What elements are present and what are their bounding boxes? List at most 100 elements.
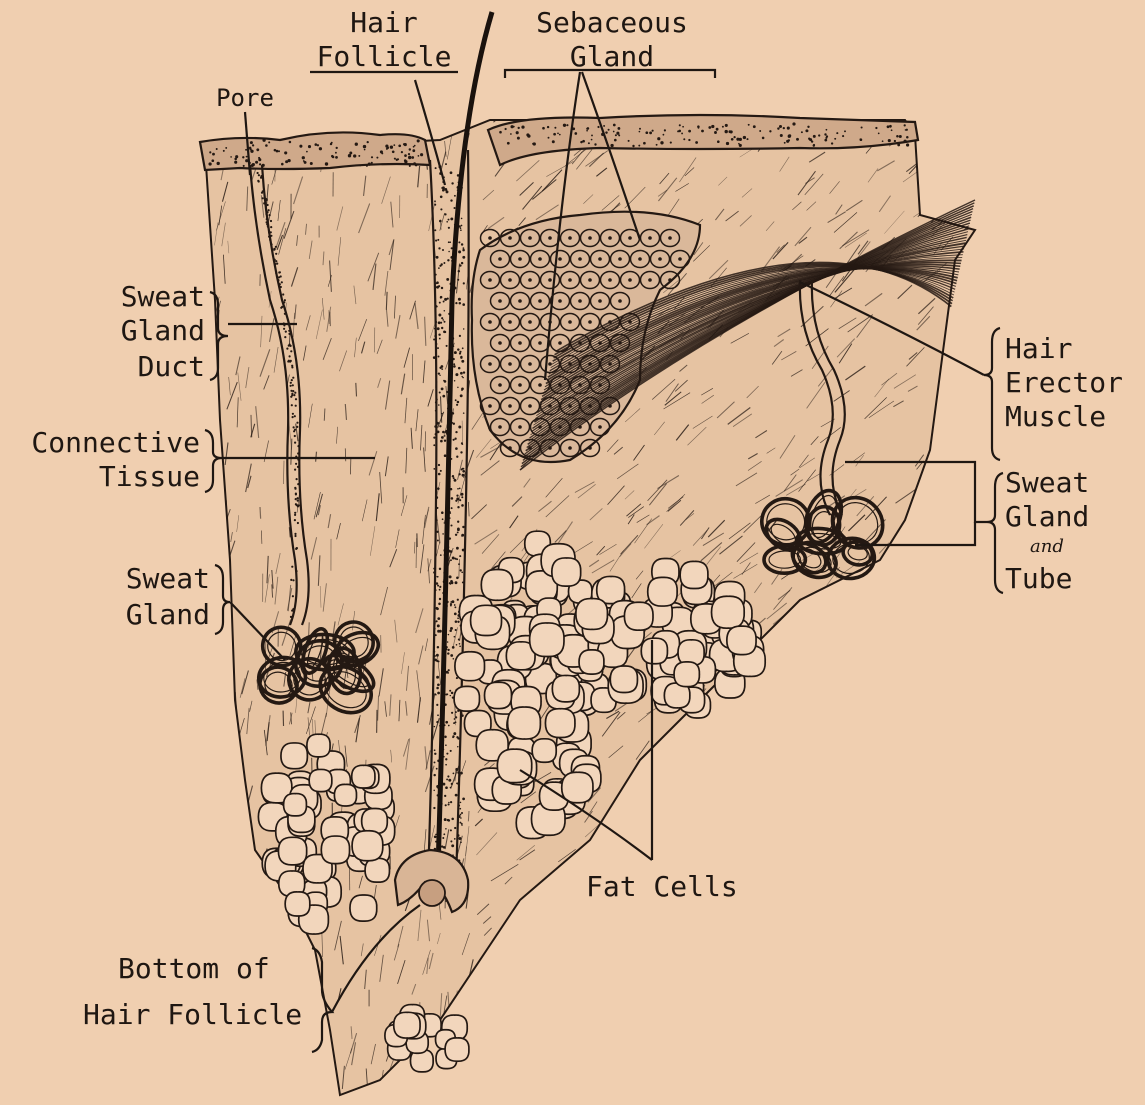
tissue-fiber bbox=[790, 904, 804, 925]
stipple-dot bbox=[462, 256, 465, 259]
tissue-fiber bbox=[869, 808, 891, 824]
tissue-fiber bbox=[966, 296, 985, 319]
stipple-dot bbox=[444, 298, 447, 301]
tissue-fiber bbox=[712, 743, 729, 756]
tissue-fiber bbox=[725, 967, 751, 983]
tissue-fiber bbox=[850, 974, 861, 985]
tissue-fiber bbox=[592, 1057, 600, 1064]
stipple-dot bbox=[446, 345, 448, 347]
tissue-fiber bbox=[837, 1048, 854, 1058]
stipple-dot bbox=[433, 774, 435, 776]
stipple-dot bbox=[439, 391, 441, 393]
tissue-fiber bbox=[627, 977, 643, 987]
tissue-fiber bbox=[894, 759, 917, 776]
stipple-dot bbox=[670, 142, 672, 144]
stipple-dot bbox=[450, 654, 453, 657]
stipple-dot bbox=[434, 753, 436, 755]
tissue-fiber bbox=[879, 959, 893, 974]
stipple-dot bbox=[294, 415, 296, 417]
stipple-dot bbox=[411, 156, 414, 159]
stipple-dot bbox=[461, 243, 463, 245]
stipple-dot bbox=[448, 819, 450, 821]
tissue-fiber bbox=[903, 634, 920, 647]
stipple-dot bbox=[460, 802, 462, 804]
tissue-fiber bbox=[885, 923, 910, 937]
stipple-dot bbox=[283, 301, 285, 303]
tissue-fiber bbox=[684, 756, 699, 775]
tissue-fiber bbox=[709, 858, 720, 869]
tissue-fiber bbox=[637, 906, 654, 930]
stipple-dot bbox=[450, 787, 451, 788]
stipple-dot bbox=[288, 330, 290, 332]
tissue-fiber bbox=[747, 949, 760, 967]
cell-nucleus bbox=[548, 236, 552, 240]
stipple-dot bbox=[398, 144, 401, 147]
tissue-fiber bbox=[770, 947, 790, 964]
stipple-dot bbox=[645, 131, 648, 134]
stipple-dot bbox=[616, 132, 619, 135]
tissue-fiber bbox=[862, 579, 876, 592]
cell-nucleus bbox=[508, 236, 512, 240]
stipple-dot bbox=[460, 229, 462, 231]
cell-nucleus bbox=[568, 446, 572, 450]
tissue-fiber bbox=[965, 375, 981, 385]
stipple-dot bbox=[889, 125, 892, 128]
cell-nucleus bbox=[498, 299, 502, 303]
stipple-dot bbox=[588, 142, 590, 144]
tissue-fiber bbox=[215, 652, 218, 668]
stipple-dot bbox=[437, 630, 440, 633]
tissue-fiber bbox=[861, 578, 871, 591]
stipple-dot bbox=[459, 555, 461, 557]
tissue-fiber bbox=[644, 970, 652, 981]
stipple-dot bbox=[433, 571, 435, 573]
stipple-dot bbox=[435, 433, 437, 435]
stipple-dot bbox=[792, 122, 795, 125]
cell-nucleus bbox=[528, 278, 532, 282]
stipple-dot bbox=[294, 469, 296, 471]
tissue-fiber bbox=[966, 550, 983, 575]
stipple-dot bbox=[330, 143, 332, 145]
stipple-dot bbox=[436, 768, 438, 770]
stipple-dot bbox=[436, 687, 439, 690]
stipple-dot bbox=[457, 348, 459, 350]
tissue-fiber bbox=[308, 938, 309, 967]
stipple-dot bbox=[267, 204, 269, 206]
stipple-dot bbox=[861, 126, 863, 128]
stipple-dot bbox=[454, 195, 456, 197]
stipple-dot bbox=[252, 144, 254, 146]
tissue-fiber bbox=[843, 1050, 858, 1067]
tissue-fiber bbox=[976, 143, 986, 157]
stipple-dot bbox=[442, 518, 444, 520]
tissue-fiber bbox=[896, 615, 918, 629]
stipple-dot bbox=[586, 130, 588, 132]
tissue-fiber bbox=[723, 708, 735, 717]
tissue-fiber bbox=[830, 994, 847, 1004]
cell-nucleus bbox=[658, 257, 662, 261]
stipple-dot bbox=[906, 129, 908, 131]
tissue-fiber bbox=[575, 1029, 584, 1040]
fat-cell bbox=[579, 650, 604, 674]
stipple-dot bbox=[434, 693, 436, 695]
stipple-dot bbox=[448, 634, 449, 635]
tissue-fiber bbox=[697, 999, 713, 1024]
tissue-fiber bbox=[230, 832, 233, 859]
stipple-dot bbox=[453, 658, 455, 660]
tissue-fiber bbox=[894, 817, 906, 835]
tissue-fiber bbox=[836, 608, 857, 621]
stipple-dot bbox=[325, 162, 328, 165]
stipple-dot bbox=[290, 396, 292, 398]
tissue-fiber bbox=[939, 796, 947, 806]
tissue-fiber bbox=[665, 798, 682, 816]
stipple-dot bbox=[335, 156, 338, 159]
tissue-fiber bbox=[933, 167, 942, 177]
stipple-dot bbox=[290, 345, 292, 347]
stipple-dot bbox=[736, 138, 739, 141]
stipple-dot bbox=[726, 142, 729, 145]
stipple-dot bbox=[456, 404, 458, 406]
stipple-dot bbox=[437, 239, 439, 241]
stipple-dot bbox=[434, 328, 436, 330]
stipple-dot bbox=[459, 808, 461, 810]
tissue-fiber bbox=[751, 1068, 772, 1082]
epidermis-left bbox=[200, 132, 430, 170]
tissue-fiber bbox=[805, 901, 821, 917]
